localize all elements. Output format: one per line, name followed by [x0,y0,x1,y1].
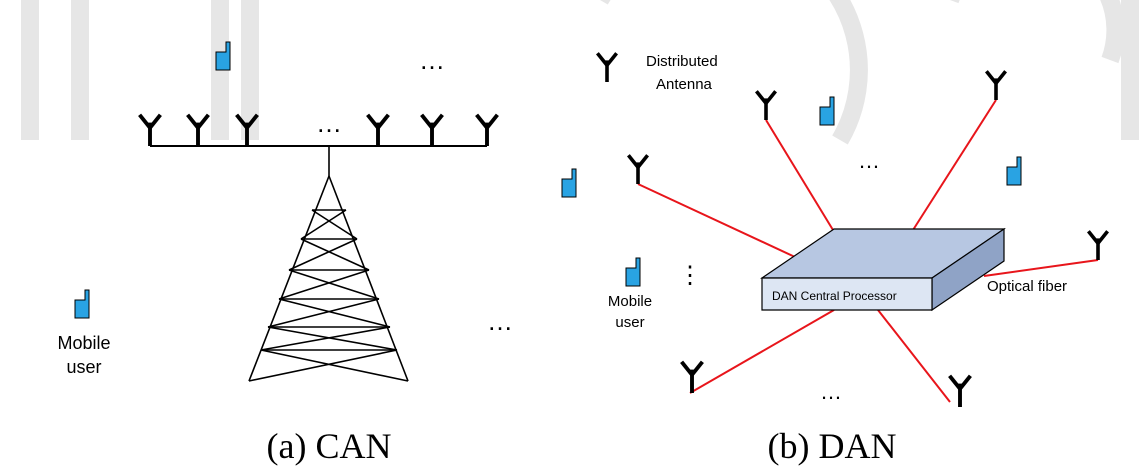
can-caption: (a) CAN [267,426,392,466]
mobile-phone-icon [561,168,577,198]
tower-icon [248,146,409,382]
antenna-icon [626,153,650,186]
dan-ellipsis-left: ⋮ [678,262,702,289]
dan-central-processor: DAN Central Processor [760,227,1006,312]
antenna-icon [419,112,445,148]
can-ellipsis-array: … [316,108,342,138]
dan-ellipsis-center: … [858,148,880,173]
dan-legend-label: Distributed [646,53,718,70]
dan-diagram: Distributed Antenna Mobile user … ⋮ [561,51,1110,466]
dan-mobile-label: user [615,314,644,331]
antenna-icon [137,112,163,148]
optical-fiber-links [637,99,1099,403]
dan-caption: (b) DAN [768,426,897,466]
mobile-phone-icon [819,96,835,126]
can-ellipsis-right: … [487,306,513,336]
mobile-phone-icon [74,289,90,319]
can-mobile-label: user [66,357,101,377]
fiber-label: Optical fiber [987,278,1067,295]
dan-mobile-label: Mobile [608,293,652,310]
antenna-icon [754,89,778,122]
antenna-icon [984,69,1008,102]
antenna-icon [1086,229,1110,262]
can-ellipsis-top: … [419,45,445,75]
can-diagram: … … [57,41,513,466]
dan-legend-label: Antenna [656,76,713,93]
antenna-icon [474,112,500,148]
antenna-icon [185,112,211,148]
can-mobile-label: Mobile [57,333,110,353]
processor-label: DAN Central Processor [772,289,897,303]
antenna-icon [595,51,619,84]
antenna-icon [947,373,973,409]
dan-ellipsis-bottom: … [820,379,842,404]
antenna-icon [365,112,391,148]
mobile-phone-icon [1006,156,1022,186]
watermark [21,0,1139,145]
mobile-phone-icon [625,257,641,287]
